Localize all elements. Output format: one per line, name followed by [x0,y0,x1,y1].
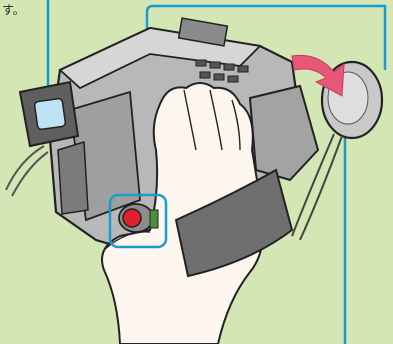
viewfinder-icon [20,82,78,146]
cable [12,152,48,196]
cable [6,146,44,190]
